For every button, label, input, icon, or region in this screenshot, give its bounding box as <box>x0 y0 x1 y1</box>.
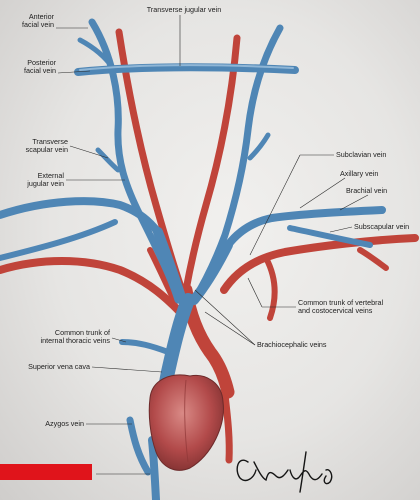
right-transverse-scapular-vein <box>247 132 271 161</box>
signature <box>236 451 333 493</box>
label-common-trunk-internal-thoracic: Common trunk of internal thoracic veins <box>40 328 110 346</box>
left-axillary-vein <box>0 197 162 236</box>
red-marker-bar <box>0 464 92 480</box>
azygos-vein-path <box>126 416 152 476</box>
label-brachiocephalic-veins: Brachiocephalic veins <box>257 340 327 349</box>
label-subscapular-vein: Subscapular vein <box>354 222 410 231</box>
left-transverse-scapular-vein <box>95 147 121 173</box>
right-subclavian-axillary-vein <box>224 206 386 249</box>
left-vertebral-artery <box>147 247 178 305</box>
transverse-jugular-vein-path <box>74 63 299 76</box>
label-common-trunk-vertebral-costocervical: Common trunk of vertebral and costocervi… <box>298 298 384 316</box>
label-posterior-facial-vein: Posterior facial vein <box>24 58 56 76</box>
label-transverse-scapular-vein: Transverse scapular vein <box>25 137 68 155</box>
label-superior-vena-cava: Superior vena cava <box>28 362 90 371</box>
right-subscapular-artery <box>357 247 389 271</box>
label-axillary-vein: Axillary vein <box>340 169 379 178</box>
left-brachial-vein <box>0 219 118 261</box>
left-anterior-facial-branch <box>77 37 116 71</box>
label-subclavian-vein: Subclavian vein <box>336 150 387 159</box>
internal-thoracic-trunk <box>119 339 171 355</box>
caudal-vena-cava <box>148 436 160 500</box>
label-brachial-vein: Brachial vein <box>346 186 388 195</box>
label-azygos-vein: Azygos vein <box>45 419 84 428</box>
right-subscapular-vein <box>287 225 373 248</box>
left-subclavian-artery <box>0 257 184 316</box>
leader-lines <box>56 15 369 475</box>
left-brachiocephalic-vein <box>153 227 187 305</box>
label-transverse-jugular-vein: Transverse jugular vein <box>146 5 222 14</box>
left-external-jugular-vein <box>88 18 182 304</box>
right-thoracic-artery <box>263 255 278 321</box>
right-carotid-artery <box>182 34 241 294</box>
heart-groove <box>184 379 189 463</box>
label-anterior-facial-vein: Anterior facial vein <box>22 12 54 30</box>
heart <box>148 374 224 471</box>
heart-shape <box>148 374 224 471</box>
label-external-jugular-vein: External jugular vein <box>27 171 64 189</box>
right-brachiocephalic-vein <box>189 240 233 305</box>
right-subclavian-artery <box>220 234 419 294</box>
descending-aorta <box>221 391 233 464</box>
